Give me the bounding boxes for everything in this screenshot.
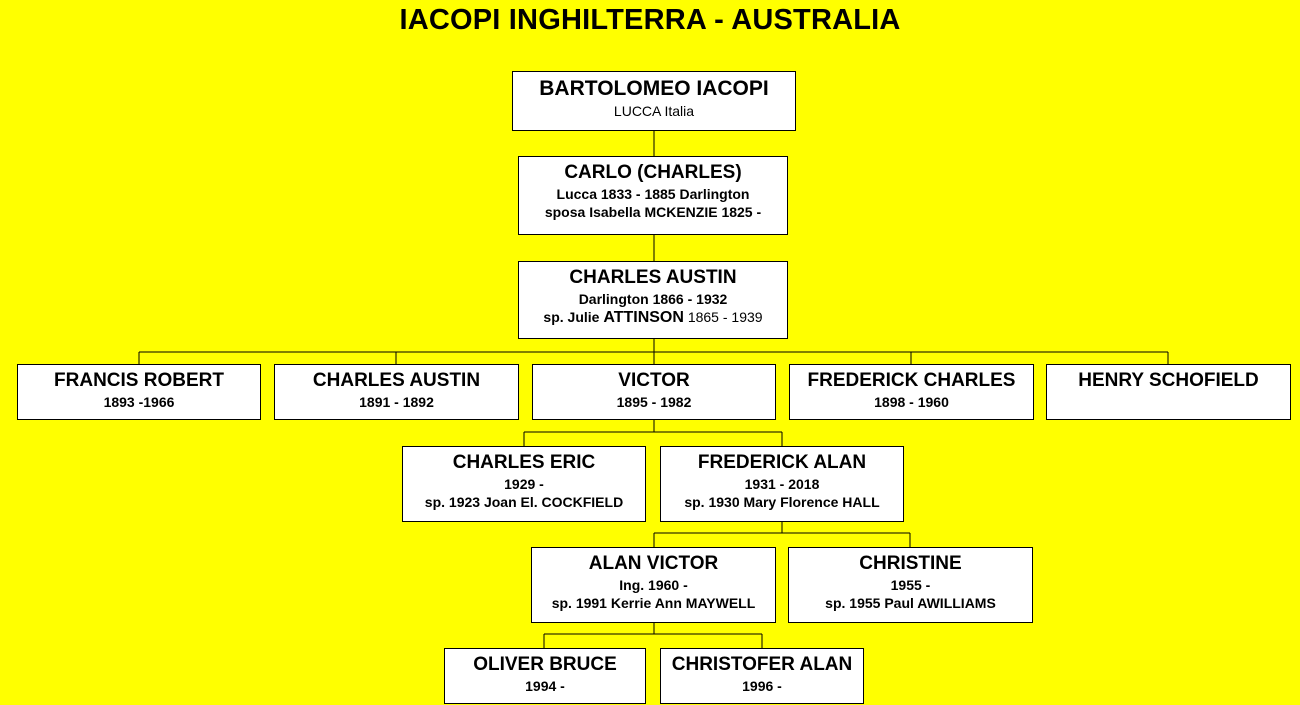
person-dates: 1895 - 1982 (616, 393, 692, 410)
person-dates: 1931 - 2018 (744, 475, 820, 492)
person-frederick-alan: FREDERICK ALAN 1931 - 2018 sp. 1930 Mary… (660, 446, 904, 522)
spouse-surname: ATTINSON (603, 308, 684, 326)
person-name: FREDERICK ALAN (697, 452, 867, 473)
person-christofer-alan: CHRISTOFER ALAN 1996 - (660, 648, 864, 704)
person-dates: 1929 - (504, 475, 544, 492)
page-title: IACOPI INGHILTERRA - AUSTRALIA (399, 4, 901, 36)
person-name: CARLO (CHARLES) (564, 162, 742, 183)
person-name: CHARLES ERIC (452, 452, 596, 473)
person-bartolomeo-iacopi: BARTOLOMEO IACOPI LUCCA Italia (512, 71, 796, 131)
person-dates: Darlington 1866 - 1932 (578, 290, 728, 307)
person-charles-austin-jr: CHARLES AUSTIN 1891 - 1892 (274, 364, 519, 420)
person-name: OLIVER BRUCE (473, 654, 617, 675)
person-charles-austin-sr: CHARLES AUSTIN Darlington 1866 - 1932 sp… (518, 261, 788, 339)
person-name: ALAN VICTOR (588, 553, 719, 574)
person-name: HENRY SCHOFIELD (1078, 370, 1259, 391)
person-francis-robert: FRANCIS ROBERT 1893 -1966 (17, 364, 261, 420)
person-name: VICTOR (618, 370, 690, 391)
person-name: CHRISTINE (859, 553, 962, 574)
person-dates: 1994 - (525, 677, 565, 694)
person-victor: VICTOR 1895 - 1982 (532, 364, 776, 420)
person-name: CHRISTOFER ALAN (671, 654, 853, 675)
person-dates: 1891 - 1892 (359, 393, 434, 410)
person-dates: 1955 - (890, 576, 931, 593)
person-dates: 1898 - 1960 (874, 393, 949, 410)
person-name: CHARLES AUSTIN (569, 267, 737, 288)
person-origin: LUCCA Italia (613, 103, 695, 120)
spouse-prefix: sp. Julie (543, 308, 604, 325)
person-henry-schofield: HENRY SCHOFIELD (1046, 364, 1291, 420)
person-name: BARTOLOMEO IACOPI (539, 77, 769, 100)
person-name: FRANCIS ROBERT (54, 370, 224, 391)
person-spouse: sp. Julie ATTINSON 1865 - 1939 (519, 309, 787, 327)
person-oliver-bruce: OLIVER BRUCE 1994 - (444, 648, 646, 704)
person-spouse: sp. 1955 Paul AWILLIAMS (825, 594, 996, 611)
person-name: FREDERICK CHARLES (807, 370, 1016, 391)
person-dates: 1893 -1966 (103, 393, 175, 410)
person-alan-victor: ALAN VICTOR Ing. 1960 - sp. 1991 Kerrie … (531, 547, 776, 623)
person-frederick-charles: FREDERICK CHARLES 1898 - 1960 (789, 364, 1034, 420)
person-dates: Ing. 1960 - (619, 576, 688, 593)
person-name: CHARLES AUSTIN (312, 370, 481, 391)
person-spouse: sposa Isabella MCKENZIE 1825 - (544, 203, 762, 220)
person-christine: CHRISTINE 1955 - sp. 1955 Paul AWILLIAMS (788, 547, 1033, 623)
person-spouse: sp. 1930 Mary Florence HALL (684, 493, 880, 510)
spouse-dates: 1865 - 1939 (683, 308, 763, 325)
person-carlo: CARLO (CHARLES) Lucca 1833 - 1885 Darlin… (518, 156, 788, 235)
person-spouse: sp. 1923 Joan El. COCKFIELD (424, 493, 624, 510)
person-charles-eric: CHARLES ERIC 1929 - sp. 1923 Joan El. CO… (402, 446, 646, 522)
person-spouse: sp. 1991 Kerrie Ann MAYWELL (551, 594, 756, 611)
person-dates: Lucca 1833 - 1885 Darlington (556, 185, 750, 202)
person-dates: 1996 - (742, 677, 782, 694)
